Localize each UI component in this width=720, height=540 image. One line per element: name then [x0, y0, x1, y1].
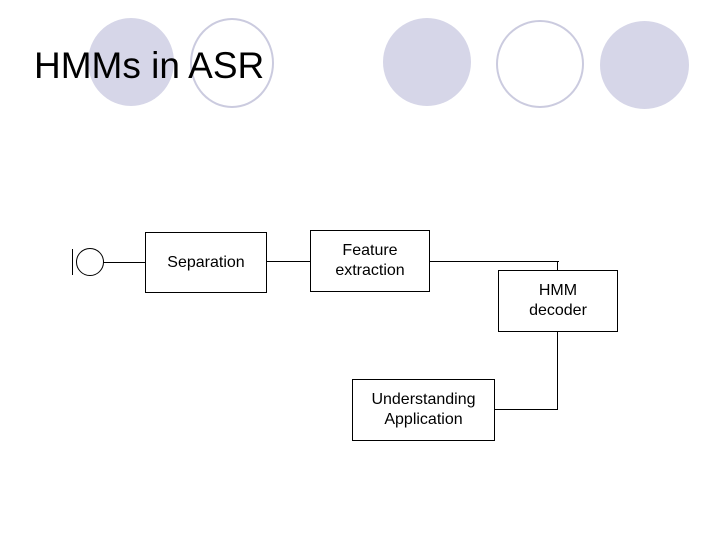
edge-feature-to-hmm-vertical [557, 261, 559, 272]
deco-circle-2 [190, 18, 274, 108]
node-feature-extraction-label: Feature extraction [335, 242, 405, 279]
page-title: HMMs in ASR [34, 45, 265, 86]
edge-feature-to-hmm-horizontal [429, 261, 559, 263]
node-hmm-decoder-label: HMM decoder [529, 282, 587, 319]
deco-circle-3 [383, 18, 471, 106]
edge-hmm-to-understanding-horizontal [494, 409, 558, 411]
edge-separation-to-feature [266, 261, 311, 263]
edge-hmm-to-understanding-vertical [557, 331, 559, 410]
edge-microphone-to-separation [103, 262, 146, 264]
node-separation-label: Separation [167, 253, 245, 271]
node-understanding-application-label: Understanding Application [371, 391, 476, 428]
node-understanding-application[interactable]: Understanding Application [352, 379, 495, 441]
microphone-stem-icon [72, 249, 74, 275]
deco-circle-4 [496, 20, 584, 108]
node-separation[interactable]: Separation [145, 232, 267, 293]
node-feature-extraction[interactable]: Feature extraction [310, 230, 430, 292]
deco-circle-5 [600, 21, 689, 109]
deco-circle-1 [88, 18, 174, 106]
node-hmm-decoder[interactable]: HMM decoder [498, 270, 618, 332]
microphone-circle-icon [76, 248, 104, 276]
microphone-icon [72, 248, 106, 278]
